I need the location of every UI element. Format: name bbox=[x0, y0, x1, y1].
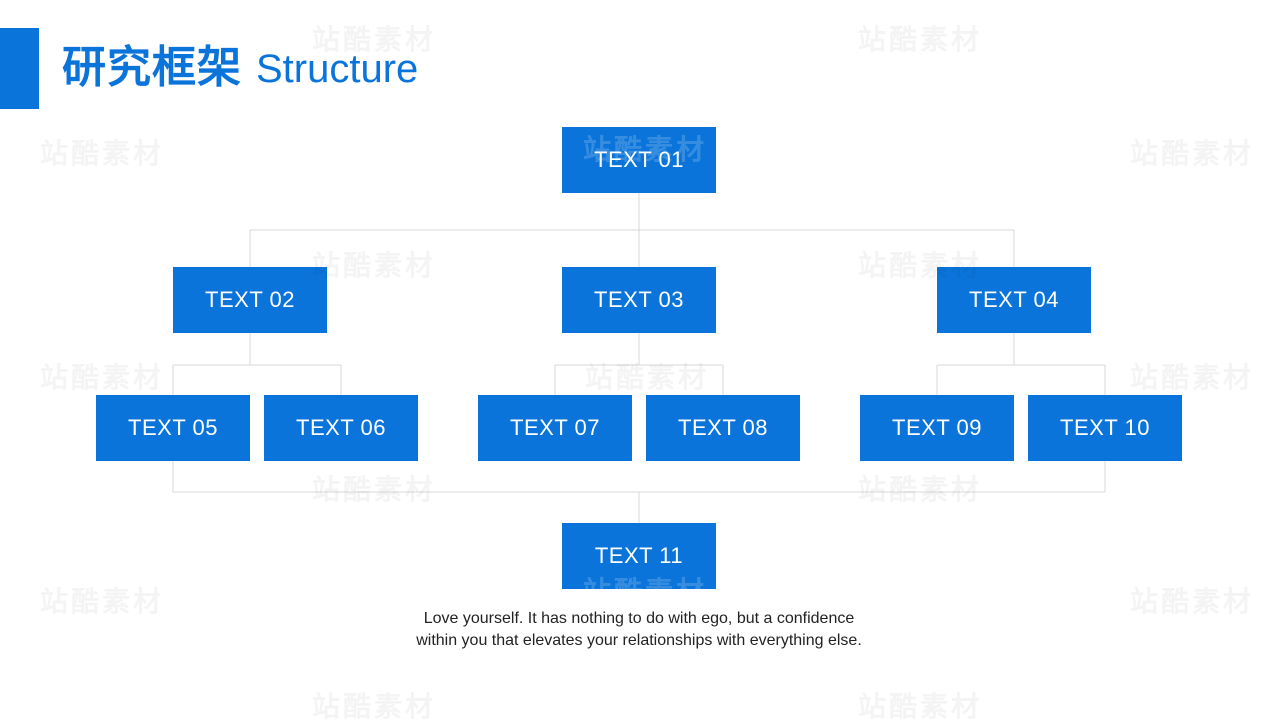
page-title-chinese: 研究框架 bbox=[62, 43, 242, 92]
node-text-01: TEXT 01 bbox=[562, 127, 716, 193]
page-title-english: Structure bbox=[256, 47, 419, 91]
quote-line-2: within you that elevates your relationsh… bbox=[416, 632, 862, 649]
node-text-08: TEXT 08 bbox=[646, 395, 800, 461]
node-text-04: TEXT 04 bbox=[937, 267, 1091, 333]
node-text-03: TEXT 03 bbox=[562, 267, 716, 333]
node-text-02: TEXT 02 bbox=[173, 267, 327, 333]
node-text-11: TEXT 11 bbox=[562, 523, 716, 589]
quote-text: Love yourself. It has nothing to do with… bbox=[339, 608, 939, 652]
node-text-07: TEXT 07 bbox=[478, 395, 632, 461]
node-text-05: TEXT 05 bbox=[96, 395, 250, 461]
title-accent-bar bbox=[0, 28, 39, 109]
quote-line-1: Love yourself. It has nothing to do with… bbox=[423, 610, 855, 627]
node-text-06: TEXT 06 bbox=[264, 395, 418, 461]
page-title: 研究框架 Structure bbox=[62, 38, 418, 98]
node-text-09: TEXT 09 bbox=[860, 395, 1014, 461]
node-text-10: TEXT 10 bbox=[1028, 395, 1182, 461]
